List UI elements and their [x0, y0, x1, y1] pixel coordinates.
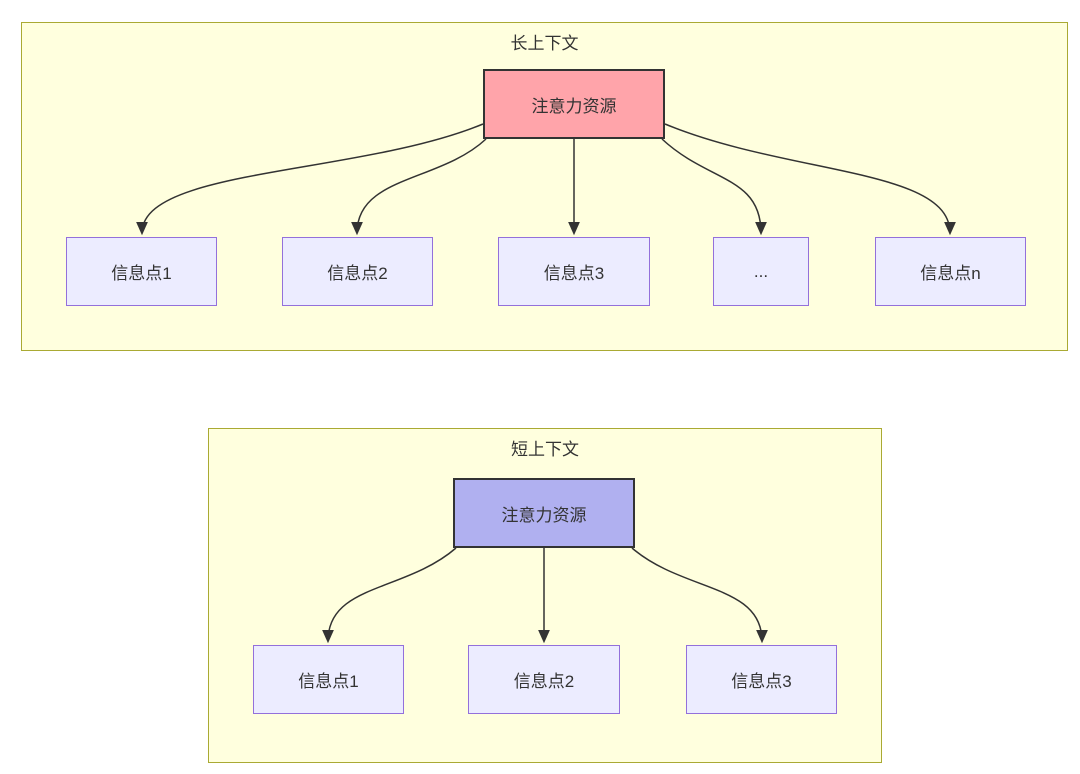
info-node-long-1: 信息点1: [66, 237, 217, 306]
attention-resource-node-short: 注意力资源: [453, 478, 635, 548]
attention-resource-node-long: 注意力资源: [483, 69, 665, 139]
short-context-title: 短上下文: [511, 440, 579, 459]
info-node-short-1: 信息点1: [253, 645, 404, 714]
long-context-title: 长上下文: [510, 34, 579, 53]
info-node-long-3: 信息点3: [498, 237, 650, 306]
info-node-short-2: 信息点2: [468, 645, 620, 714]
info-node-long-n: 信息点n: [875, 237, 1026, 306]
info-node-long-2: 信息点2: [282, 237, 433, 306]
info-node-short-3: 信息点3: [686, 645, 837, 714]
info-node-long-ellipsis: ...: [713, 237, 809, 306]
